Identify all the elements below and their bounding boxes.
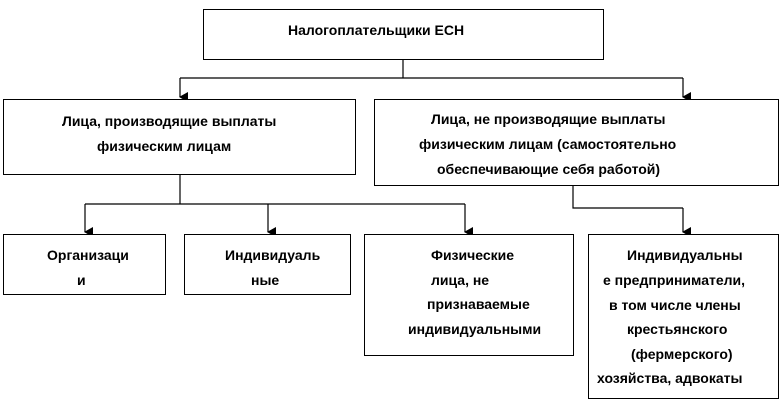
left-line: Лица, производящие выплаты: [62, 113, 277, 129]
ip-box: Индивидуальны е предприниматели, в том ч…: [588, 234, 779, 399]
phys-line: лица, не: [431, 272, 490, 288]
ip-line: крестьянского: [627, 321, 728, 337]
connector-root: [180, 59, 683, 79]
phys-line: Физические: [431, 247, 515, 263]
right-line: физическим лицам (самостоятельно: [419, 136, 677, 152]
right-box: Лица, не производящие выплаты физическим…: [374, 99, 779, 186]
ip-line: хозяйства, адвокаты: [597, 370, 743, 386]
ip-line: (фермерского): [631, 346, 733, 362]
ip-line: Индивидуальны: [627, 247, 743, 263]
left-line: физическим лицам: [97, 138, 232, 154]
org-box: Организаци и: [3, 234, 166, 295]
right-line: обеспечивающие себя работой): [437, 161, 661, 177]
right-line: Лица, не производящие выплаты: [431, 111, 666, 127]
connector-right: [572, 185, 683, 209]
indiv-box: Индивидуаль ные: [184, 234, 351, 295]
root-line: Налогоплательщики ЕСН: [288, 22, 465, 38]
phys-line: признаваемые: [427, 296, 530, 312]
ip-line: е предприниматели,: [603, 272, 746, 288]
indiv-line: ные: [251, 272, 280, 288]
phys-line: индивидуальными: [408, 321, 542, 337]
root-box: Налогоплательщики ЕСН: [203, 9, 604, 60]
left-box: Лица, производящие выплаты физическим ли…: [3, 99, 356, 175]
ip-line: в том числе члены: [609, 297, 741, 313]
indiv-line: Индивидуаль: [225, 247, 321, 263]
org-line: и: [77, 272, 86, 288]
org-line: Организаци: [47, 247, 129, 263]
phys-box: Физические лица, не признаваемые индивид…: [364, 234, 574, 356]
connector-left: [85, 174, 465, 205]
